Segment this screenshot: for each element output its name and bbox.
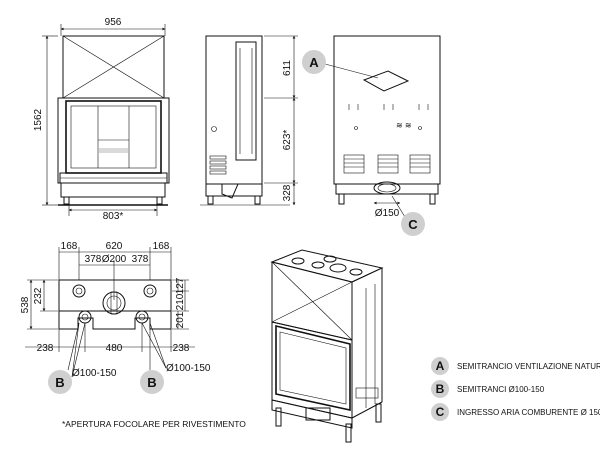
svg-text:B: B [436,382,445,396]
svg-text:A: A [436,359,445,373]
legend: A SEMITRANCIO VENTILAZIONE NATURALE B SE… [431,357,600,421]
rear-duct [373,181,401,195]
svg-text:A: A [309,55,319,70]
svg-text:≋ ≋: ≋ ≋ [396,121,412,130]
front-body [57,97,170,184]
plan-row2-mid: Ø200 [102,254,127,265]
front-width-label: 956 [105,17,122,28]
plan-right-210: 210 [175,293,186,310]
plan-bottom-right: 238 [173,343,190,354]
legend-text-b: SEMITRANCI Ø100-150 [457,385,545,394]
isometric-view [270,249,384,443]
svg-text:C: C [436,405,445,419]
plan-left-232: 232 [33,287,44,304]
svg-text:C: C [408,217,418,232]
rear-duct-label: Ø150 [375,208,400,219]
front-door [65,100,162,174]
front-height-label: 1562 [33,108,44,131]
legend-text-a: SEMITRANCIO VENTILAZIONE NATURALE [457,362,600,371]
plan-bottom-left: 238 [37,343,54,354]
plan-depth: 538 [20,296,31,313]
plan-dia-right: Ø100-150 [166,363,211,374]
rear-vent-a [362,70,410,92]
bubble-c [401,212,425,236]
plan-row2-right: 378 [132,254,149,265]
rear-grilles [343,154,431,174]
plan-bottom-mid: 480 [106,343,123,354]
front-view: 956 1562 803* [33,17,170,222]
bubble-b-left [48,370,72,394]
plan-body [58,279,172,312]
bubble-b-right [140,370,164,394]
legend-bubble-b [431,380,449,398]
legend-bubble-a [431,357,449,375]
plan-dia-left: Ø100-150 [72,368,117,379]
side-middle-label: 623* [282,130,293,151]
side-body [205,35,263,185]
side-view: 611 623* 328 [200,35,298,206]
plan-top-left: 168 [61,241,78,252]
svg-text:B: B [55,375,64,390]
side-top-label: 611 [282,60,293,76]
legend-text-c: INGRESSO ARIA COMBURENTE Ø 150 [457,408,600,417]
svg-text:B: B [147,375,156,390]
legend-bubble-c [431,403,449,421]
rear-body [333,35,441,185]
front-opening-label: 803* [103,211,124,222]
iso-door [275,324,351,411]
footnote: *APERTURA FOCOLARE PER RIVESTIMENTO [62,419,246,429]
plan-right-201: 201 [175,311,186,328]
rear-view: ≋ ≋ Ø150 [333,35,441,219]
plan-row2-left: 378 [85,254,102,265]
bubble-a [302,50,326,74]
plan-top-mid: 620 [106,241,123,252]
side-bottom-label: 328 [282,184,293,201]
plan-right-127: 127 [175,277,186,294]
plan-view: 168 620 168 378 Ø200 378 538 232 [20,241,211,379]
plan-top-right: 168 [153,241,170,252]
